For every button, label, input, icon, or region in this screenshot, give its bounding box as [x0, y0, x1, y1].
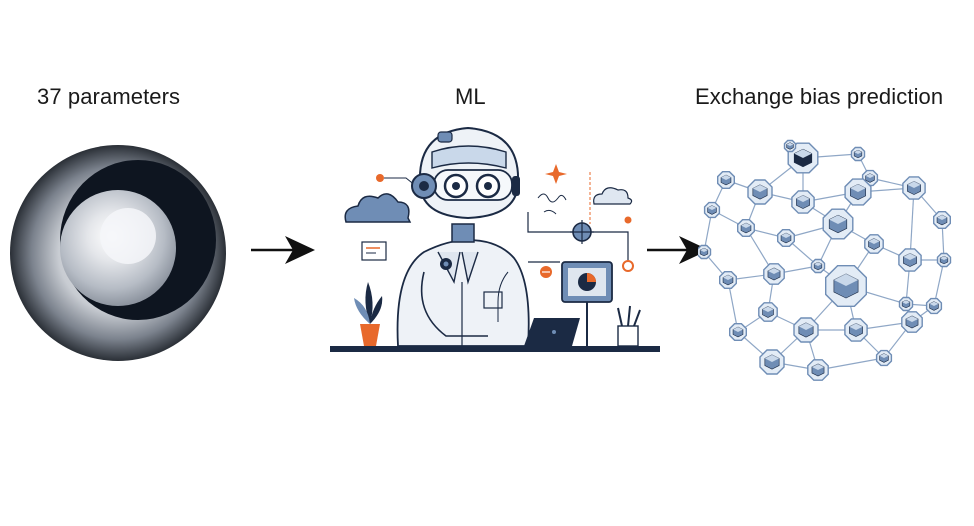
crystal-node-icon	[898, 248, 922, 272]
network-edge	[909, 187, 915, 261]
crystal-node-icon	[791, 190, 815, 214]
sparkle-icon	[545, 164, 567, 184]
crystal-node-icon	[747, 179, 773, 205]
output-label: Exchange bias prediction	[695, 84, 944, 109]
crystal-node-icon	[729, 322, 747, 342]
plant-icon	[354, 282, 383, 346]
monitor-chart-icon	[561, 261, 613, 346]
crystal-node-icon	[758, 302, 778, 322]
crystal-node-icon	[793, 317, 819, 343]
crystal-node-icon	[807, 359, 829, 381]
crystal-node-icon	[932, 210, 952, 230]
crystal-node-icon	[717, 171, 735, 189]
note-card-icon	[361, 241, 387, 261]
model-label: ML	[455, 84, 486, 109]
crystal-node-icon	[787, 142, 819, 174]
crystal-node-icon	[703, 201, 721, 219]
input-label: 37 parameters	[37, 84, 181, 109]
core-shell-sphere-icon	[8, 140, 232, 368]
crystal-node-icon	[719, 270, 737, 290]
crystal-node-icon	[902, 176, 926, 200]
robot-head	[411, 126, 520, 220]
crystal-node-icon	[822, 208, 854, 240]
cloud-icon	[593, 187, 633, 205]
crystal-node-icon	[850, 146, 866, 162]
crystal-node-icon	[898, 296, 914, 312]
crystal-node-icon	[824, 264, 868, 308]
crystal-node-icon	[844, 178, 872, 206]
crystal-node-icon	[901, 311, 923, 333]
robot-body	[396, 239, 530, 347]
crystal-node-icon	[925, 297, 943, 315]
crystal-node-icon	[875, 349, 893, 367]
crystal-node-icon	[763, 263, 785, 285]
desk-surface	[330, 346, 660, 352]
crystal-node-icon	[759, 349, 785, 375]
robot-scientist-illustration	[328, 112, 662, 358]
cloud-icon	[344, 193, 412, 223]
crystal-node-icon	[810, 258, 826, 274]
arrow-right-icon	[645, 228, 713, 272]
crystal-network-icon	[696, 134, 968, 382]
crosshair-icon	[570, 220, 594, 244]
crystal-node-icon	[737, 218, 755, 238]
crystal-node-icon	[776, 228, 796, 248]
crystal-node-icon	[783, 139, 797, 153]
arrow-right-icon	[247, 228, 319, 272]
crystal-node-icon	[844, 318, 868, 342]
network-edge	[817, 357, 885, 371]
laptop-icon	[524, 318, 580, 346]
crystal-node-icon	[936, 252, 952, 268]
pencil-cup-icon	[617, 305, 641, 347]
crystal-node-icon	[864, 234, 884, 254]
crystal-node-icon	[696, 244, 712, 260]
